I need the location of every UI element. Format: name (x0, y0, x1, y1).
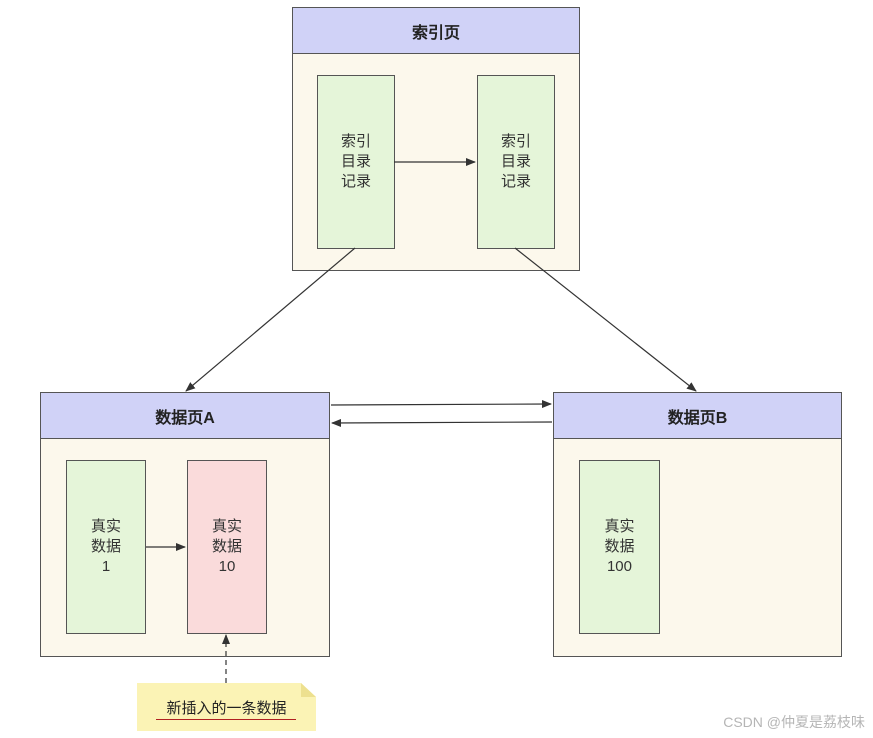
data-record-1-line-1: 真实 (90, 518, 121, 535)
index-record-1: 索引 目录 记录 (317, 75, 395, 249)
data-record-1-line-3: 1 (101, 558, 111, 575)
data-record-100-line-2: 数据 (604, 538, 635, 555)
arrow-page-a-to-page-b (330, 400, 552, 409)
watermark: CSDN @仲夏是荔枝味 (723, 714, 865, 730)
index-record-2-line-2: 目录 (500, 153, 531, 170)
arrow-index-to-page-a (185, 247, 356, 392)
index-record-1-line-1: 索引 (340, 133, 371, 150)
new-record-note: 新插入的一条数据 (137, 683, 316, 731)
note-underline (156, 719, 296, 720)
data-record-100: 真实 数据 100 (579, 460, 660, 634)
data-page-b: 数据页B 真实 数据 100 (553, 392, 842, 657)
note-text: 新插入的一条数据 (166, 700, 287, 717)
index-record-2-line-1: 索引 (500, 133, 531, 150)
index-record-2-line-3: 记录 (500, 173, 531, 190)
data-record-100-line-3: 100 (606, 558, 632, 575)
index-record-2: 索引 目录 记录 (477, 75, 555, 249)
data-page-b-title: 数据页B (554, 393, 841, 439)
data-record-1-line-2: 数据 (90, 538, 121, 555)
data-page-a-title: 数据页A (41, 393, 329, 439)
data-record-10-line-1: 真实 (211, 518, 242, 535)
arrow-index-to-page-b (514, 247, 697, 392)
data-record-100-line-1: 真实 (604, 518, 635, 535)
index-page-title: 索引页 (293, 8, 579, 54)
data-record-1: 真实 数据 1 (66, 460, 146, 634)
arrow-page-b-to-page-a (331, 418, 553, 427)
data-record-10-line-2: 数据 (211, 538, 242, 555)
data-record-10: 真实 数据 10 (187, 460, 267, 634)
index-record-1-line-3: 记录 (340, 173, 371, 190)
index-page: 索引页 索引 目录 记录 索引 目录 记录 (292, 7, 580, 271)
data-page-a: 数据页A 真实 数据 1 真实 数据 10 (40, 392, 330, 657)
index-record-1-line-2: 目录 (340, 153, 371, 170)
data-record-10-line-3: 10 (218, 558, 236, 575)
